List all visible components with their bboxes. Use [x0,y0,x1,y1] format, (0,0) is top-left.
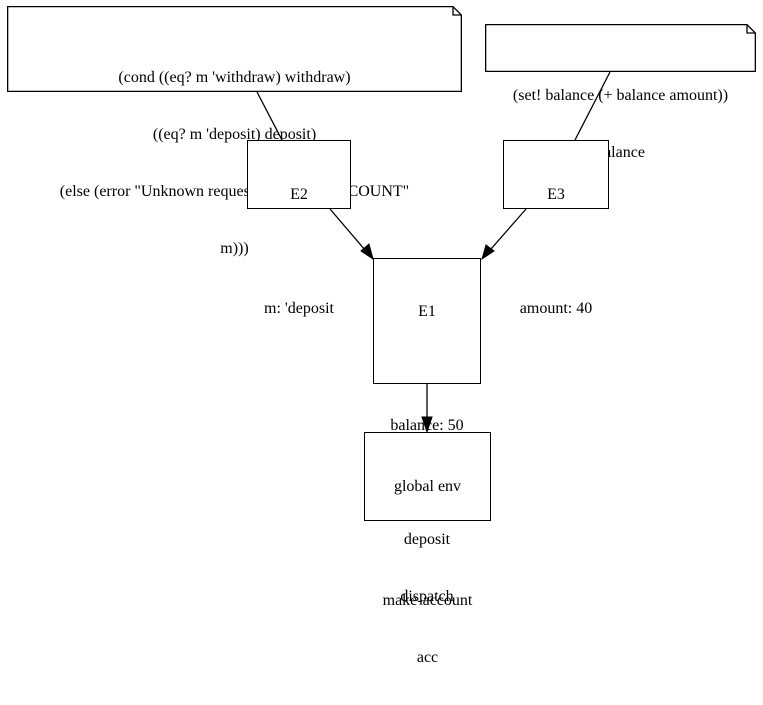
edges-layer [256,71,611,434]
note-shape [485,24,756,72]
code-note-e2: (cond ((eq? m 'withdraw) withdraw) ((eq?… [7,6,462,257]
frame-e1: E1 balance: 50 withdraw deposit dispatch [373,258,481,605]
note-e3-line-1: (set! balance (+ balance amount)) [512,87,729,104]
arrowhead-e1-global [421,416,433,434]
edge-note-e3 [574,71,611,141]
note-e2-line-2: ((eq? m 'deposit) deposit) [152,126,317,143]
frame-e1-title: E1 [418,303,436,320]
note-shape [7,6,462,92]
frame-global-binding-acc: acc [416,649,439,666]
frame-e3-binding: amount: 40 [519,300,593,317]
frame-global-binding-make-account: make-account [382,592,473,609]
note-e2-line-1: (cond ((eq? m 'withdraw) withdraw) [118,69,351,86]
frame-e2: E2 m: 'deposit [247,140,351,317]
frame-e2-binding: m: 'deposit [264,300,334,317]
frame-e2-title: E2 [290,186,308,203]
frame-global-env: global env make-account acc [364,432,491,666]
note-e2-line-3: (else (error "Unknown request -- MAKE-AC… [59,183,410,200]
arrowhead-e3-e1 [481,244,495,261]
frame-e3-title: E3 [547,186,565,203]
code-note-e3: (set! balance (+ balance amount)) balanc… [485,24,756,161]
arrowhead-e2-e1 [360,243,374,261]
environment-diagram: (cond ((eq? m 'withdraw) withdraw) ((eq?… [7,6,756,666]
frame-e1-binding-balance: balance: 50 [390,417,464,434]
edge-note-e2 [256,91,283,141]
frame-e3: E3 amount: 40 [503,140,609,317]
note-e2-line-4: m))) [220,240,249,257]
frame-global-title: global env [393,478,462,495]
